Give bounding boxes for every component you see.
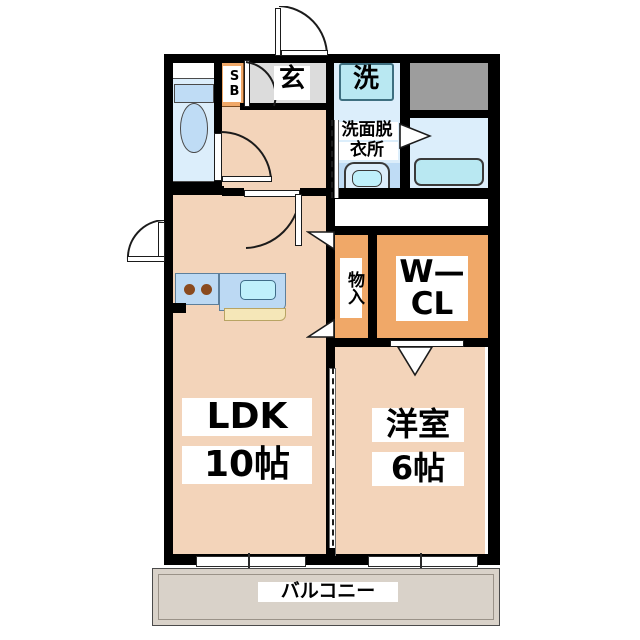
wall-toilet-right <box>214 54 222 190</box>
ldk-floor <box>168 188 328 563</box>
ldk-label-line2: 10帖 <box>182 446 312 484</box>
front-door-arc <box>278 6 329 57</box>
wall-hall-bottom <box>222 188 244 196</box>
entrance-label: 玄 <box>274 65 310 100</box>
shoebox-label: SB <box>223 66 242 102</box>
wall-right <box>488 54 500 563</box>
wall-entrance-bottom <box>240 103 330 110</box>
gas-burner-left <box>184 284 195 295</box>
wcl-label-line2: CL <box>396 288 468 321</box>
washroom-label-line1: 洗面脱 <box>336 121 398 140</box>
wall-wet-bottom <box>326 188 500 199</box>
wall-hall-bottom-right <box>300 188 328 196</box>
ldk-side-door-arc <box>126 220 165 261</box>
ldk-balcony-window-mark <box>248 553 250 568</box>
wall-ldk-top <box>164 186 224 195</box>
gas-burner-right <box>201 284 212 295</box>
ldk-balcony-window[interactable] <box>196 556 306 567</box>
western-label-line1: 洋室 <box>372 407 464 442</box>
hall-door-arc <box>245 194 301 249</box>
wcl-label-line1: W— <box>396 256 468 289</box>
washroom-label-line2: 衣所 <box>336 141 398 160</box>
wall-storage-right <box>368 229 377 344</box>
wall-utility-bottom <box>400 110 500 118</box>
toilet-door-threshold <box>222 176 272 182</box>
shoebox-door-leaf[interactable] <box>244 60 250 107</box>
balcony-inner-line <box>158 574 494 620</box>
wcl-folding-door[interactable] <box>396 345 434 377</box>
washroom-slider-panel[interactable] <box>334 120 339 198</box>
ldk-label-line1: LDK <box>182 398 312 436</box>
toilet-bowl <box>180 103 208 153</box>
kitchen-burner-block <box>175 273 219 305</box>
toilet-tank <box>174 84 214 103</box>
wall-washroom-right <box>400 54 410 194</box>
front-door-threshold <box>281 50 328 56</box>
western-label-line2: 6帖 <box>372 451 464 486</box>
storage-folding-door-lower[interactable] <box>306 318 336 340</box>
kitchen-base-cabinet <box>224 308 286 321</box>
kitchen-sink <box>240 280 276 300</box>
ldk-side-door-threshold <box>127 256 165 262</box>
vanity-basin <box>352 170 382 187</box>
bathtub <box>414 158 484 186</box>
front-door-leaf[interactable] <box>275 8 281 56</box>
wall-hall-right <box>326 54 334 199</box>
wall-closet-top <box>326 226 500 235</box>
utility-box <box>410 60 488 110</box>
hall-door-leaf[interactable] <box>244 190 300 197</box>
balcony-label: バルコニー <box>258 581 398 602</box>
wall-kitchen-stub <box>164 303 186 313</box>
western-balcony-window-mark <box>420 553 422 568</box>
washroom-slider-dash <box>331 120 333 198</box>
hall-door-jamb <box>295 194 302 246</box>
storage-label: 物入 <box>340 258 364 318</box>
washer-pan <box>339 63 394 101</box>
toilet-door-leaf[interactable] <box>214 133 222 181</box>
storage-folding-door-upper[interactable] <box>306 230 336 252</box>
western-balcony-window[interactable] <box>368 556 478 567</box>
bathroom-door[interactable] <box>398 122 432 152</box>
ldk-bedroom-partition-dash-upper <box>332 368 334 456</box>
ldk-bedroom-partition-dash-lower <box>332 468 334 556</box>
washer-label: 洗 <box>352 64 379 94</box>
toilet-door-arc <box>221 130 272 181</box>
wall-center-bottom-post <box>326 548 335 565</box>
